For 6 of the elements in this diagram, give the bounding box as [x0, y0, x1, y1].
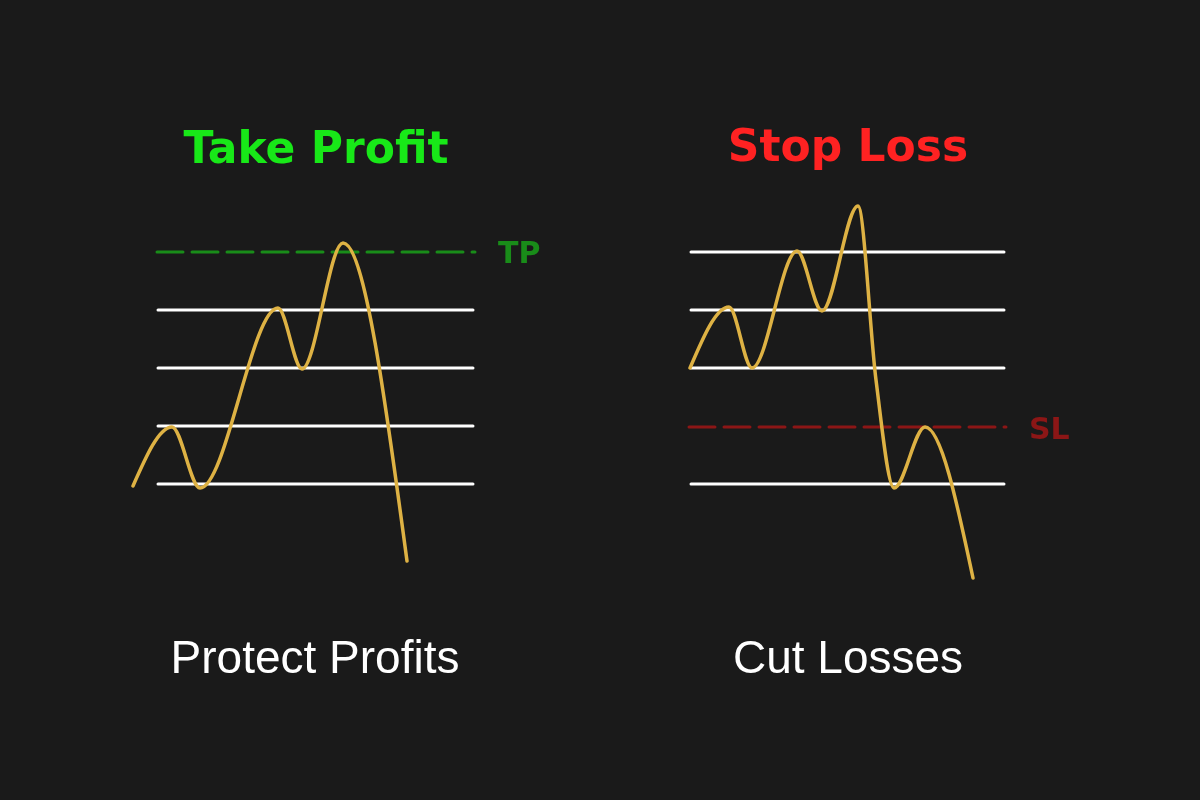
panel-caption: Cut Losses: [732, 634, 964, 680]
level-label: TP: [498, 238, 541, 268]
panel-heading: Stop Loss: [727, 124, 969, 168]
level-label: SL: [1029, 414, 1070, 444]
panel-heading: Take Profit: [183, 126, 449, 170]
panel-caption: Protect Profits: [170, 634, 460, 680]
